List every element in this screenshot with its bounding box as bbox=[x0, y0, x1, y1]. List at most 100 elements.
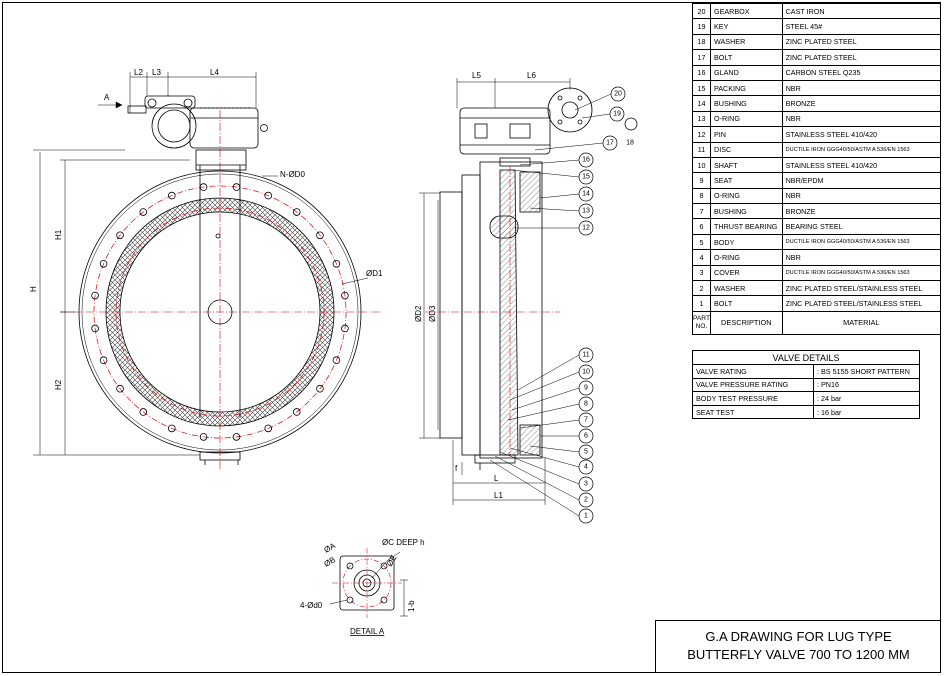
parts-cell-desc: BODY bbox=[710, 233, 783, 251]
detail-label-c: ØC DEEP h bbox=[382, 538, 425, 547]
parts-cell-desc: BUSHING bbox=[710, 95, 783, 112]
dim-f: f bbox=[455, 464, 458, 473]
bolt-hole bbox=[91, 291, 99, 300]
bolt-hole bbox=[332, 356, 341, 365]
parts-cell-mat: STEEL 45# bbox=[781, 18, 942, 35]
parts-cell-no: 14 bbox=[692, 95, 711, 112]
dim-l6: L6 bbox=[527, 71, 536, 80]
balloon-6: 6 bbox=[540, 428, 594, 444]
balloon-16: 16 bbox=[519, 152, 594, 168]
parts-cell-no: 13 bbox=[692, 110, 711, 128]
parts-cell-desc: SEAT bbox=[710, 172, 783, 189]
balloon-18: 18 bbox=[626, 140, 634, 147]
parts-cell-mat: ZINC PLATED STEEL bbox=[781, 49, 942, 66]
bolt-hole bbox=[139, 208, 148, 216]
valve-details-title: VALVE DETAILS bbox=[692, 350, 920, 365]
table-row: SEAT TEST: 16 bar bbox=[692, 404, 920, 420]
parts-cell-no: 7 bbox=[692, 203, 711, 220]
bolt-hole bbox=[332, 259, 341, 268]
bolt-hole bbox=[199, 433, 208, 441]
bolt-hole bbox=[167, 424, 176, 433]
parts-header-part_no: PART NO. bbox=[692, 310, 711, 335]
detail-label-b: ØB bbox=[323, 555, 338, 569]
balloon-5: 5 bbox=[529, 444, 594, 460]
balloon-label: 11 bbox=[582, 352, 589, 359]
table-row: BODY TEST PRESSURE: 24 bar bbox=[692, 391, 920, 406]
parts-cell-desc: DISC bbox=[710, 141, 783, 158]
dim-l1: L1 bbox=[494, 491, 503, 500]
parts-cell-desc: O-RING bbox=[710, 249, 783, 266]
parts-cell-mat: NBR bbox=[781, 187, 942, 205]
parts-cell-desc: O-RING bbox=[710, 187, 783, 205]
parts-cell-desc: KEY bbox=[710, 18, 783, 35]
dim-l3: L3 bbox=[152, 68, 161, 77]
parts-cell-no: 11 bbox=[692, 141, 711, 158]
body-left-flange bbox=[439, 191, 463, 439]
title-line-1: G.A DRAWING FOR LUG TYPE bbox=[705, 629, 892, 644]
parts-cell-mat: DUCTILE IRON GGG40/50/ASTM A 536/EN 1563 bbox=[781, 264, 942, 282]
parts-cell-desc: WASHER bbox=[710, 33, 783, 51]
detail-a-title: DETAIL A bbox=[350, 627, 385, 636]
front-view-dimensions bbox=[33, 72, 369, 456]
bolt-hole bbox=[316, 231, 324, 240]
side-view bbox=[425, 87, 638, 470]
bolt-hole bbox=[292, 208, 301, 216]
hub-circle bbox=[207, 299, 233, 325]
balloon-2: 2 bbox=[494, 455, 594, 508]
front-view-labels: L2 L3 L4 A H H1 H2 N-ØD0 ØD1 bbox=[29, 68, 383, 390]
gearbox-body bbox=[189, 107, 259, 149]
parts-cell-desc: WASHER bbox=[710, 280, 783, 297]
parts-cell-no: 12 bbox=[692, 126, 711, 143]
balloon-label: 20 bbox=[614, 91, 622, 98]
seat-ring bbox=[105, 197, 335, 427]
parts-cell-no: 2 bbox=[692, 280, 711, 297]
parts-cell-desc: O-RING bbox=[710, 110, 783, 128]
parts-cell-no: 1 bbox=[692, 295, 711, 312]
parts-cell-no: 15 bbox=[692, 79, 711, 97]
balloon-label: 18 bbox=[626, 140, 634, 147]
table-row: VALVE RATING: BS 5155 SHORT PATTERN bbox=[692, 364, 920, 379]
parts-cell-desc: PACKING bbox=[710, 79, 783, 97]
dim-l4: L4 bbox=[210, 68, 219, 77]
bolt-hole bbox=[264, 191, 273, 200]
balloon-label: 9 bbox=[584, 385, 588, 392]
parts-cell-mat: ZINC PLATED STEEL/STAINLESS STEEL bbox=[781, 280, 942, 297]
bolt-hole bbox=[199, 183, 208, 191]
valve-details-table: VALVE DETAILS VALVE RATING: BS 5155 SHOR… bbox=[692, 350, 920, 420]
parts-cell-no: 16 bbox=[692, 64, 711, 81]
disc-section bbox=[499, 169, 519, 456]
bolt-hole bbox=[292, 408, 301, 416]
balloon-label: 1 bbox=[584, 513, 588, 520]
side-view-labels: L5 L6 ØD2 ØD3 L L1 f bbox=[414, 71, 536, 500]
table-row: VALVE PRESSURE RATING: PN16 bbox=[692, 377, 920, 393]
parts-cell-no: 20 bbox=[692, 2, 711, 20]
balloon-13: 13 bbox=[529, 203, 594, 219]
detail-a-labels: ØA ØB ØC DEEP h ØE 4-Ød0 1-b DETAIL A bbox=[300, 538, 425, 636]
handwheel-circle bbox=[151, 103, 197, 149]
details-cell-value: : 16 bar bbox=[813, 404, 920, 420]
bolt-hole bbox=[341, 324, 349, 333]
parts-header-description: DESCRIPTION bbox=[710, 310, 783, 335]
balloon-1: 1 bbox=[489, 459, 594, 524]
balloon-label: 12 bbox=[582, 225, 590, 232]
balloon-label: 19 bbox=[613, 111, 621, 118]
body-main bbox=[479, 161, 543, 459]
details-cell-key: VALVE RATING bbox=[692, 364, 814, 379]
parts-cell-no: 5 bbox=[692, 233, 711, 251]
parts-cell-mat: NBR bbox=[781, 249, 942, 266]
balloon-label: 2 bbox=[584, 497, 588, 504]
parts-cell-mat: STAINLESS STEEL 410/420 bbox=[781, 156, 942, 174]
dim-l2: L2 bbox=[134, 68, 143, 77]
